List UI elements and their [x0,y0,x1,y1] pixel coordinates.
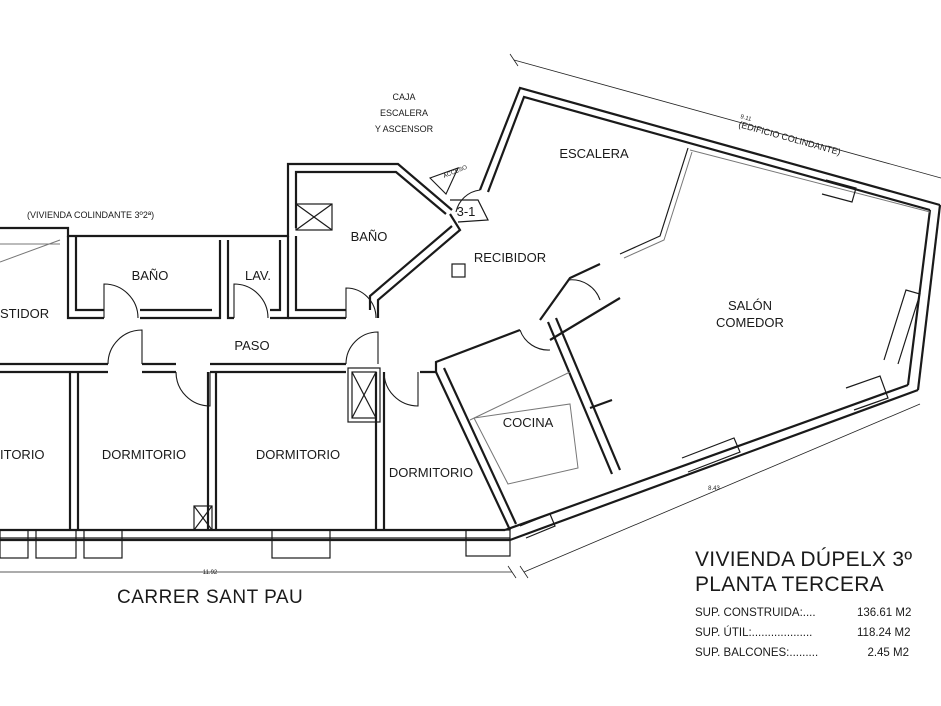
caja-label-3: Y ASCENSOR [375,124,434,134]
plan-subtitle: PLANTA TERCERA [695,573,884,596]
vestidor-label: STIDOR [0,306,49,321]
cocina-label: COCINA [503,415,554,430]
area-label: SUP. BALCONES:......... [695,647,819,659]
street-name: CARRER SANT PAU [117,587,304,608]
area-row-balcones: SUP. BALCONES:......... 2.45 M2 [695,647,909,659]
edificio-colindante-label: (EDIFICIO COLINDANTE) [737,119,841,157]
salon-label-2: COMEDOR [716,315,784,330]
dormitorio-far-left-label: ITORIO [0,447,45,462]
caja-label-2: ESCALERA [380,108,428,118]
bano-top-label: BAÑO [351,229,388,244]
area-row-construida: SUP. CONSTRUIDA:.... 136.61 M2 [695,607,912,619]
outer-walls [0,86,941,542]
area-value: 118.24 M2 [857,627,911,639]
dormitorio-3-label: DORMITORIO [389,465,473,480]
dimension-right-label: 8.43 [708,486,720,492]
area-label: SUP. CONSTRUIDA:.... [695,607,816,619]
unit-tag-label: 3-1 [457,204,476,219]
acceso-label: ACCESO [443,165,469,180]
dimension-top-label: 9.11 [739,114,752,123]
area-row-util: SUP. ÚTIL:................... 118.24 M2 [695,627,911,639]
vivienda-colindante-label: (VIVIENDA COLINDANTE 3º2ª) [27,210,154,220]
windows [0,149,931,559]
dormitorio-2-label: DORMITORIO [256,447,340,462]
area-label: SUP. ÚTIL:................... [695,627,813,639]
salon-label-1: SALÓN [728,298,772,313]
bano-left-label: BAÑO [132,268,169,283]
area-value: 136.61 M2 [857,607,912,619]
escalera-label: ESCALERA [559,146,629,161]
recibidor-label: RECIBIDOR [474,250,546,265]
area-value: 2.45 M2 [867,647,909,659]
plan-title: VIVIENDA DÚPELX 3º [695,548,913,571]
dimension-bottom-label: 11.92 [203,570,218,576]
dormitorio-1-label: DORMITORIO [102,447,186,462]
paso-label: PASO [234,338,269,353]
interior-walls [0,147,693,531]
lav-label: LAV. [245,268,271,283]
caja-label-1: CAJA [392,92,415,102]
doors [103,167,601,407]
dimension-lines [0,53,941,579]
